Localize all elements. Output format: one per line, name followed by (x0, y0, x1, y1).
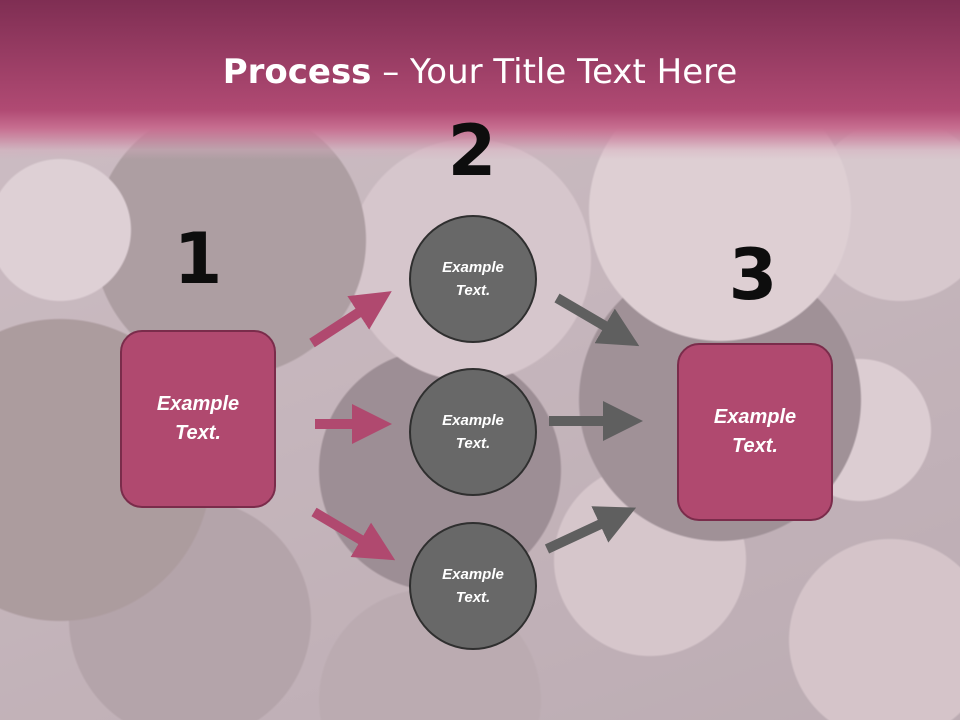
step-2-circle-middle[interactable]: Example Text. (409, 368, 537, 496)
step-3-box[interactable]: Example Text. (677, 343, 833, 521)
arrow-bottom-to-3-icon (544, 506, 637, 554)
step-2-circle-top[interactable]: Example Text. (409, 215, 537, 343)
title-rest: – Your Title Text Here (371, 52, 738, 92)
step-number-3: 3 (728, 234, 778, 316)
arrow-top-to-3-icon (554, 293, 640, 347)
arrow-1-to-bottom-icon (311, 507, 396, 561)
title-band (0, 0, 960, 160)
step-2-circle-bottom[interactable]: Example Text. (409, 522, 537, 650)
title-bold: Process (222, 52, 372, 92)
step-number-1: 1 (173, 218, 223, 300)
step-number-2: 2 (447, 110, 497, 192)
step-1-box[interactable]: Example Text. (120, 330, 276, 508)
arrow-1-to-top-icon (309, 291, 392, 348)
slide-title[interactable]: Process – Your Title Text Here (0, 52, 960, 92)
